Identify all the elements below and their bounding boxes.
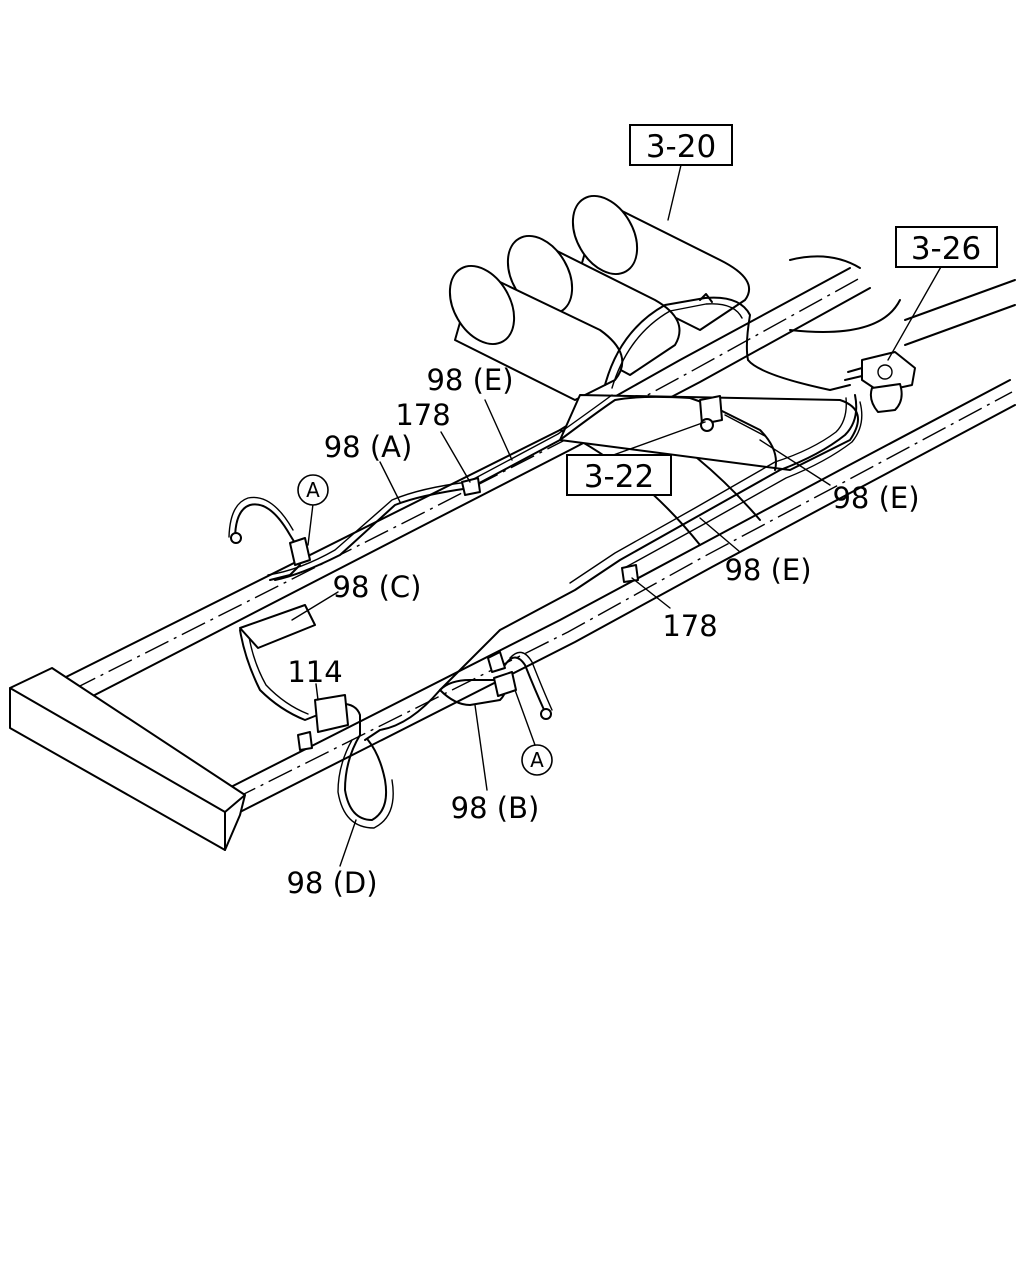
label-98a: 98 (A) [324, 430, 413, 464]
label-178-top: 178 [395, 398, 450, 432]
label-114: 114 [287, 655, 342, 689]
label-98e-top: 98 (E) [426, 363, 513, 397]
view-marker-a-left[interactable]: A [297, 474, 329, 506]
ref-box-3-22[interactable]: 3-22 [566, 454, 672, 496]
air-pipes [228, 293, 916, 829]
label-98d: 98 (D) [286, 866, 377, 900]
label-98e-right-lower: 98 (E) [724, 553, 811, 587]
label-178-right: 178 [662, 609, 717, 643]
label-98b: 98 (B) [451, 791, 540, 825]
label-98c: 98 (C) [333, 570, 422, 604]
view-marker-a-right[interactable]: A [521, 744, 553, 776]
label-98e-right-upper: 98 (E) [832, 481, 919, 515]
view-marker-a-left-label: A [306, 478, 320, 502]
leader-lines [291, 164, 943, 867]
ref-box-3-20[interactable]: 3-20 [629, 124, 733, 166]
ref-box-3-20-label: 3-20 [646, 129, 716, 165]
ref-box-3-22-label: 3-22 [584, 459, 654, 495]
part-labels: 98 (E) 178 98 (A) 98 (E) 98 (E) 178 98 (… [286, 363, 919, 900]
view-marker-a-right-label: A [530, 748, 544, 772]
ref-box-3-26-label: 3-26 [911, 231, 981, 267]
ref-box-3-26[interactable]: 3-26 [895, 226, 998, 268]
